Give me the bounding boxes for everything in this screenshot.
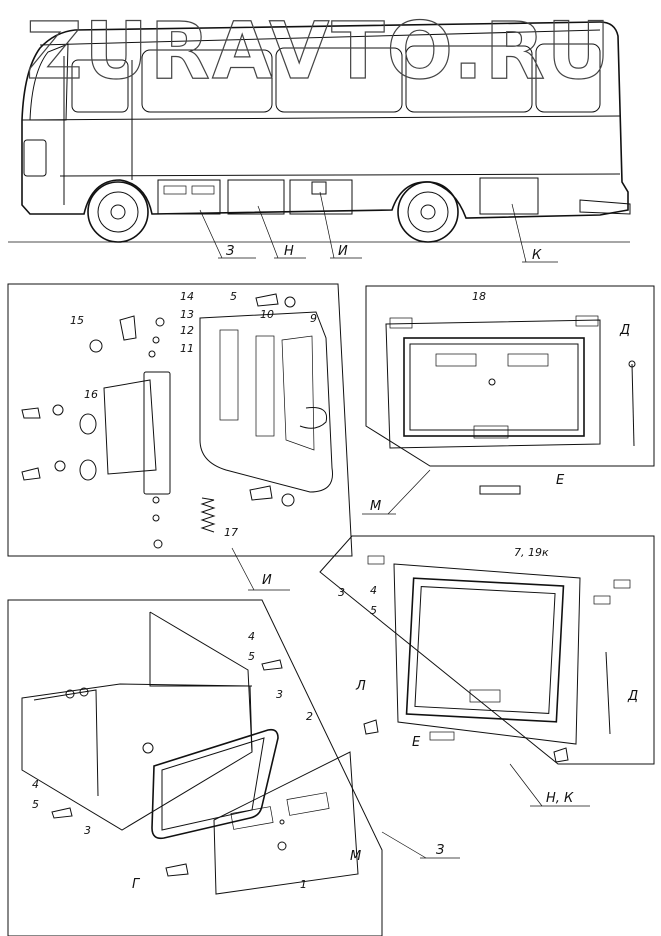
part-4-nk-left: 4: [370, 584, 377, 597]
part-4-z-right: 4: [248, 630, 255, 643]
part-l-left: Л: [355, 679, 366, 694]
panel-nk-label: Н, К: [546, 791, 574, 806]
part-14-top: 14: [180, 290, 194, 303]
part-4-z-left: 4: [32, 778, 39, 791]
part-5-nk-left: 5: [370, 604, 377, 617]
panel-z-label: З: [436, 843, 444, 858]
bus-callouts: З Н И К: [199, 191, 558, 263]
part-13-top: 13: [180, 308, 194, 321]
part-7-19k: 7, 19к: [514, 546, 549, 559]
part-3-z-right: 3: [276, 688, 283, 701]
part-d-m: Д: [619, 323, 630, 338]
part-16: 16: [84, 388, 98, 401]
bus-side-view: [8, 21, 631, 243]
part-5-z-left: 5: [32, 798, 39, 811]
callout-i: И: [338, 244, 348, 259]
part-12-top: 12: [180, 324, 194, 337]
panel-i-label: И: [262, 573, 272, 588]
part-10-top: 10: [260, 308, 274, 321]
panel-m-label: М: [370, 499, 381, 514]
part-3-nk-left: 3: [338, 586, 345, 599]
part-5-z-right: 5: [248, 650, 255, 663]
part-11: 11: [180, 342, 194, 355]
panel-nk: 7, 19к 4 5 3 Л Д Е Н, К: [319, 535, 655, 807]
part-2: 2: [306, 710, 313, 723]
part-e-m: Е: [556, 473, 565, 488]
part-e-nk: Е: [412, 735, 421, 750]
panel-m: 18 Д Е М: [362, 285, 655, 515]
part-5-top: 5: [230, 290, 237, 303]
watermark-text: ZURAVTO.RU: [26, 7, 612, 97]
part-9: 9: [310, 312, 317, 325]
callout-z: З: [226, 244, 234, 259]
part-15: 15: [70, 314, 84, 327]
part-1: 1: [300, 878, 307, 891]
part-m-cover: М: [350, 849, 361, 864]
part-18: 18: [472, 290, 486, 303]
callout-k: К: [532, 248, 542, 263]
part-3-z-left: 3: [84, 824, 91, 837]
callout-n: Н: [284, 244, 294, 259]
part-d-nk: Д: [627, 689, 638, 704]
panel-z: 4 5 3 2 4 5 3 Г 1 М З: [7, 599, 460, 936]
part-17: 17: [224, 526, 238, 539]
part-g: Г: [132, 877, 141, 892]
panel-i: 15 14 13 12 11 5 10 9 16 17 И: [7, 283, 353, 591]
